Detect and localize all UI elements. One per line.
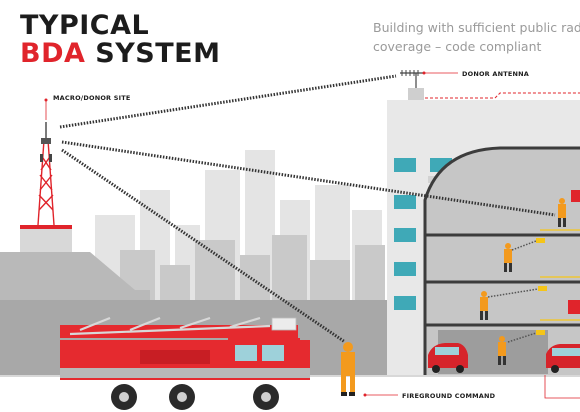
subtitle: Building with sufficient public radio co… xyxy=(373,18,580,56)
label-donor-site: MACRO/DONOR SITE xyxy=(53,94,131,102)
title-accent: BDA xyxy=(20,38,86,69)
repeater-icon xyxy=(536,238,547,335)
title-line-1: TYPICAL xyxy=(20,10,150,41)
label-fireground: FIREGROUND COMMAND xyxy=(402,392,496,400)
firefighter-icon-building-2 xyxy=(504,243,512,272)
subtitle-line-2: coverage – code compliant xyxy=(373,39,542,54)
fire-truck-icon xyxy=(60,316,310,410)
car-icon xyxy=(428,343,468,373)
firefighter-icon-building-3 xyxy=(480,291,488,320)
label-donor-antenna: DONOR ANTENNA xyxy=(462,70,530,78)
firefighter-icon-building-4 xyxy=(498,336,506,365)
ground xyxy=(0,375,580,412)
subtitle-line-1: Building with sufficient public radio xyxy=(373,20,580,35)
firefighter-icon-fireground xyxy=(341,342,355,396)
title-rest: SYSTEM xyxy=(85,38,221,69)
antenna-icon xyxy=(400,70,424,100)
tower-icon xyxy=(20,122,72,252)
building-cutaway xyxy=(423,146,580,375)
firefighter-icon-building-top xyxy=(558,198,566,227)
title-line-2: BDA SYSTEM xyxy=(20,40,220,67)
car-icon-2 xyxy=(546,344,580,373)
rf-links xyxy=(59,74,556,344)
